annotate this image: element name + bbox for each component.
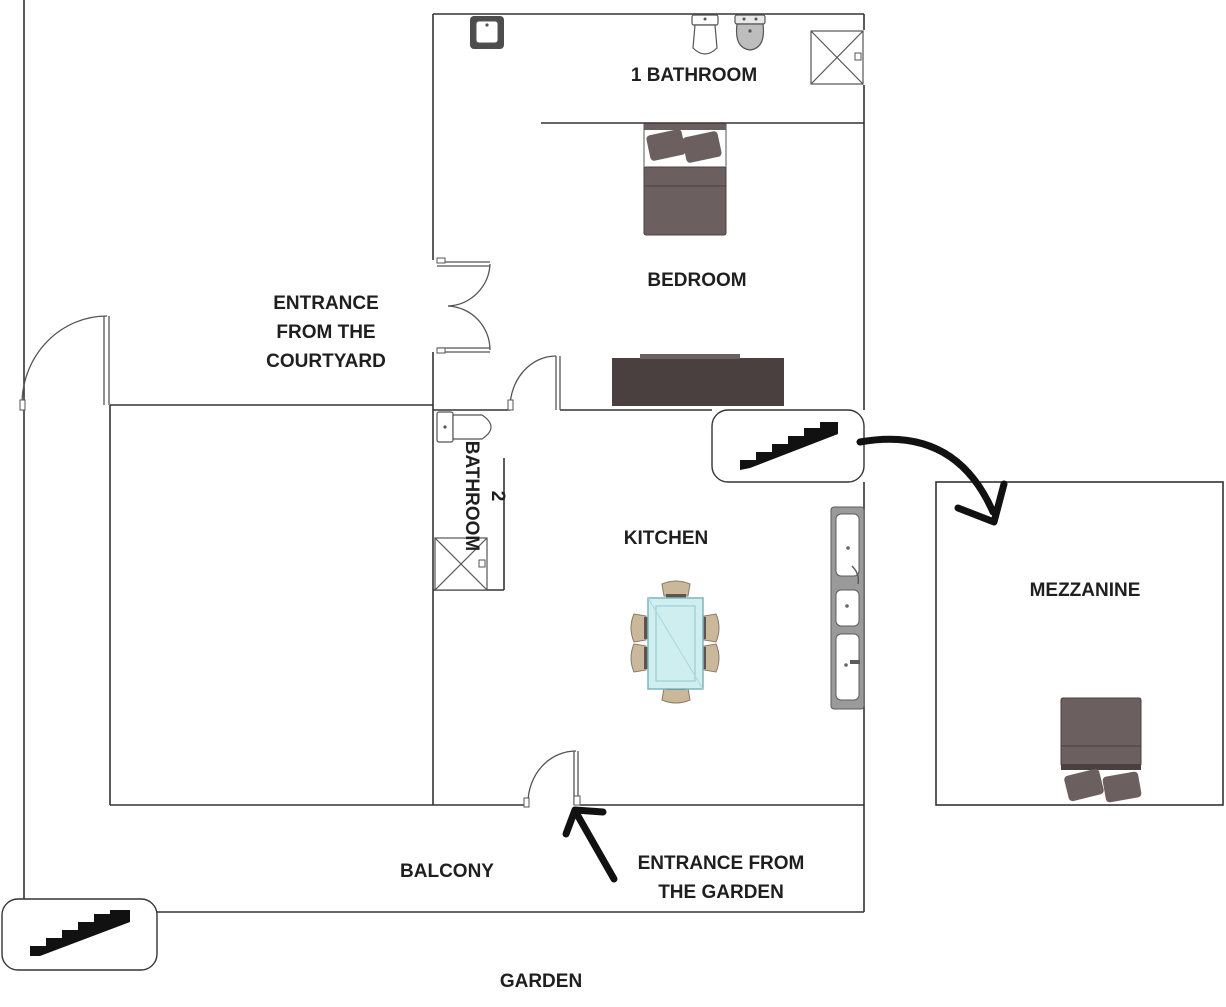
shower-1-icon bbox=[810, 30, 864, 85]
label-courtyard-line2: FROM THE bbox=[276, 322, 375, 343]
sink-icon bbox=[470, 16, 504, 49]
label-courtyard-line3: COURTYARD bbox=[266, 351, 386, 372]
bed-icon bbox=[643, 123, 727, 236]
walls bbox=[23, 0, 1224, 913]
labels: 1 BATHROOM BEDROOM ENTRANCE FROM THE COU… bbox=[266, 65, 1140, 992]
bidet-icon bbox=[734, 14, 766, 51]
label-balcony: BALCONY bbox=[400, 861, 494, 882]
shower-2-icon bbox=[434, 537, 488, 591]
entry-arrow-icon bbox=[562, 806, 618, 883]
stairs-icon-garden bbox=[1, 898, 158, 971]
courtyard-double-door bbox=[436, 257, 491, 354]
dining-table-icon bbox=[630, 580, 720, 704]
mezzanine-bed-icon bbox=[1060, 697, 1142, 803]
label-kitchen: KITCHEN bbox=[624, 528, 708, 549]
dresser-icon bbox=[612, 354, 784, 406]
courtyard-outer-door bbox=[19, 315, 110, 411]
label-mezzanine: MEZZANINE bbox=[1030, 580, 1141, 601]
kitchen-sink-icon bbox=[830, 506, 865, 710]
label-garden-entrance-line2: THE GARDEN bbox=[658, 882, 784, 903]
stairs-icon-kitchen bbox=[711, 409, 865, 483]
label-bathroom-2-number: 2 bbox=[487, 491, 508, 502]
label-bathroom-1: 1 BATHROOM bbox=[631, 65, 757, 86]
toilet-2-icon bbox=[436, 411, 492, 443]
label-garden: GARDEN bbox=[500, 971, 582, 992]
label-garden-entrance-line1: ENTRANCE FROM bbox=[638, 853, 805, 874]
bedroom-door bbox=[507, 355, 561, 411]
label-courtyard-line1: ENTRANCE bbox=[273, 293, 379, 314]
doors bbox=[19, 257, 581, 808]
label-bathroom-2-word: BATHROOM bbox=[461, 441, 482, 551]
label-bedroom: BEDROOM bbox=[647, 270, 746, 291]
toilet-icon bbox=[691, 14, 719, 55]
curved-arrow-icon bbox=[856, 435, 1008, 526]
garden-door bbox=[523, 750, 581, 808]
